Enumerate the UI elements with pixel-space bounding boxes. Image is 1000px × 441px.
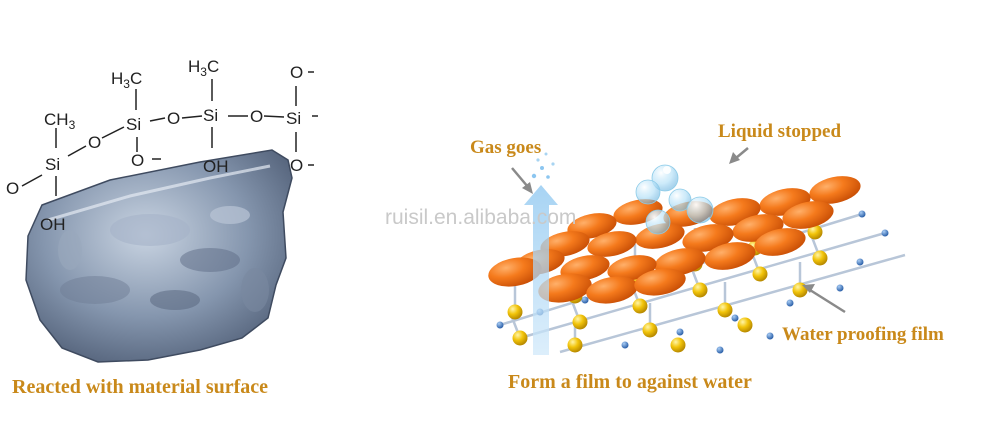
lattice-yellow-nodes — [507, 224, 828, 353]
si-atom-2: Si — [126, 115, 141, 134]
gas-flow-arrow — [524, 152, 558, 355]
material-rock — [25, 149, 293, 363]
right-caption: Form a film to against water — [508, 371, 752, 393]
si-atom-3: Si — [203, 106, 218, 125]
oh-group-1: OH — [40, 215, 66, 234]
o-atom-below-si-2: O — [131, 151, 144, 170]
o-atom-bridge-1: O — [88, 133, 101, 152]
h3c-group-1: H3C — [111, 69, 142, 91]
o-atom-top-si-4: O — [290, 63, 303, 82]
si-atom-4: Si — [286, 109, 301, 128]
watermark-text: ruisil.en.alibaba.com — [385, 206, 577, 229]
label-water-proofing-film: Water proofing film — [782, 324, 944, 345]
ch3-group-1: CH3 — [44, 110, 76, 132]
left-caption: Reacted with material surface — [12, 376, 269, 398]
o-atom-left-end: O — [6, 179, 19, 198]
si-atom-1: Si — [45, 155, 60, 174]
h3c-group-2: H3C — [188, 57, 219, 79]
oh-group-2: OH — [203, 157, 229, 176]
molecule-bonds — [21, 71, 318, 196]
o-atom-bottom-si-4: O — [290, 156, 303, 175]
pointer-arrows — [511, 147, 846, 314]
water-droplets — [635, 164, 714, 235]
water-proofing-film-layer — [488, 176, 861, 304]
o-atom-bridge-3: O — [250, 107, 263, 126]
label-liquid-stopped: Liquid stopped — [718, 121, 842, 142]
o-atom-bridge-2: O — [167, 109, 180, 128]
molecule-structure: CH3 Si O OH O H3C Si O O H3C Si OH O O S… — [6, 57, 303, 234]
label-gas-goes: Gas goes — [470, 137, 542, 158]
